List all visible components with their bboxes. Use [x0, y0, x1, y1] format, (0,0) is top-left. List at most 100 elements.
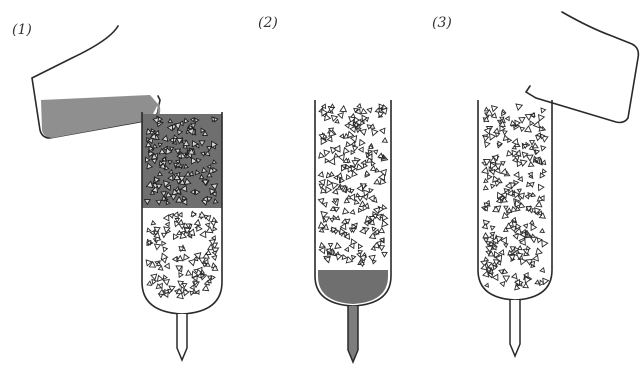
packing-particle [520, 259, 526, 265]
packing-particle [531, 193, 535, 197]
packing-particle [372, 129, 378, 135]
packing-particle [507, 208, 512, 212]
packing-particle [319, 222, 325, 228]
packing-particle [506, 116, 510, 120]
packing-particle [343, 208, 349, 214]
packing-particle [499, 250, 504, 255]
column-3 [478, 100, 552, 356]
packing-particle [178, 220, 183, 225]
packing-particle [336, 216, 340, 220]
packing-particle [381, 170, 387, 176]
packing-particle [490, 134, 496, 140]
packing-particle [367, 108, 372, 113]
packing-particle [211, 221, 216, 226]
packing-particle [178, 213, 182, 217]
packing-particle [535, 150, 539, 154]
packing-particle [199, 212, 205, 217]
packing-particle [213, 251, 217, 255]
packing-particle [488, 175, 492, 180]
packing-particle [189, 260, 195, 266]
packing-particle [507, 151, 512, 156]
panel-3 [478, 12, 638, 356]
packing-particle [350, 210, 354, 214]
packing-particle [382, 138, 387, 143]
packing-particle [512, 273, 517, 278]
packing-particle [484, 257, 488, 261]
packing-particle [540, 229, 544, 233]
packing-particle [318, 172, 323, 177]
packing-particle [318, 199, 323, 204]
packing-particle [524, 224, 528, 228]
packing-particle [542, 169, 546, 173]
packing-particle [358, 208, 362, 212]
packing-particle [186, 270, 192, 275]
packing-particle [200, 231, 206, 237]
packing-particle [495, 181, 500, 186]
packing-particle [531, 237, 537, 242]
packing-particle [357, 104, 361, 108]
packing-particle [347, 195, 351, 199]
packing-particle [162, 241, 166, 245]
packing-particle [379, 228, 385, 233]
packing-particle [338, 155, 344, 161]
packing-particle [382, 252, 387, 257]
packing-particle [382, 221, 388, 227]
packing-particle [331, 104, 335, 107]
packing-particle [329, 130, 335, 136]
packing-particle [482, 167, 488, 173]
packing-particle [165, 263, 170, 268]
column-2 [315, 100, 391, 362]
packing-particle [533, 143, 538, 148]
packing-particle [147, 228, 151, 232]
packing-particle [197, 267, 202, 272]
packing-particle [151, 221, 155, 225]
packing-particle [485, 107, 489, 111]
packing-particle [352, 161, 358, 166]
packing-particle [359, 147, 363, 152]
packing-particle [503, 135, 508, 140]
packing-particle [536, 248, 542, 254]
packing-particle [371, 162, 375, 166]
packing-particle [190, 291, 194, 295]
packing-particle [496, 133, 500, 137]
packing-particle [344, 158, 349, 162]
packing-particle [340, 134, 344, 138]
packing-particle [327, 137, 332, 142]
packing-particle [320, 243, 325, 248]
packing-particle [324, 150, 330, 156]
packing-particle [206, 250, 211, 254]
packing-particle [360, 228, 366, 234]
packing-particle [493, 274, 498, 280]
packing-particle [536, 201, 542, 207]
packing-particle [501, 169, 507, 175]
packing-particle [490, 226, 494, 230]
packing-particle [345, 124, 349, 129]
packing-particle [346, 142, 351, 147]
packing-particle [506, 183, 512, 189]
packing-particle [484, 179, 488, 183]
packing-particle [483, 271, 489, 277]
packing-particle [158, 266, 163, 270]
packing-particle [182, 283, 187, 287]
beaker-1-liquid [41, 95, 158, 138]
column-1-packing-lower [146, 211, 219, 298]
packing-particle [360, 129, 366, 135]
packing-particle [504, 244, 508, 248]
packing-particle [358, 244, 362, 248]
packing-particle [151, 274, 157, 280]
column-1 [142, 112, 222, 360]
packing-particle [350, 126, 356, 132]
packing-particle [212, 256, 217, 261]
packing-particle [484, 186, 489, 190]
packing-particle [374, 150, 378, 154]
packing-particle [483, 136, 488, 141]
packing-particle [539, 115, 545, 121]
packing-particle [330, 218, 334, 222]
packing-particle [351, 142, 355, 146]
packing-particle [353, 146, 358, 151]
packing-particle [530, 220, 534, 224]
packing-particle [521, 160, 527, 166]
packing-particle [349, 243, 354, 248]
packing-particle [147, 281, 152, 285]
